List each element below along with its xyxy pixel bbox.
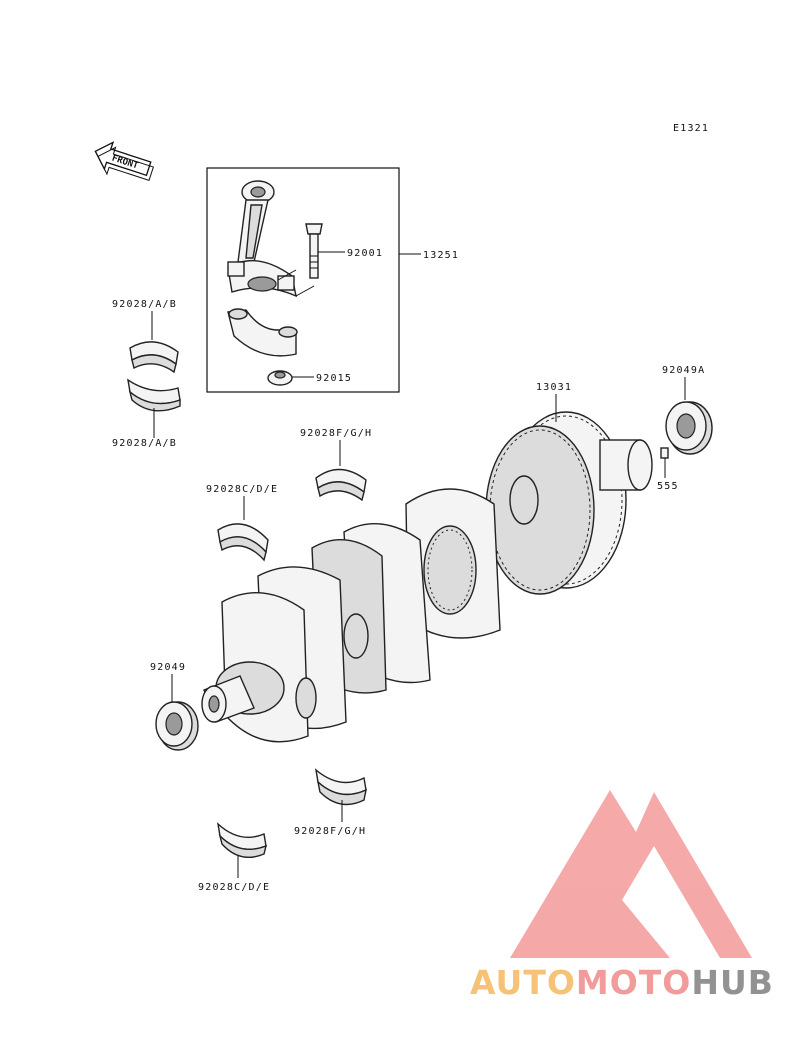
watermark-triangle-icon [510,790,752,958]
watermark-moto: MOTO [576,963,691,1002]
label-bearing-fgh-top: 92028F/G/H [300,428,372,439]
bearing-shell-upper-left [129,341,179,374]
conrod-cap [227,308,298,357]
pin [660,447,669,459]
oil-seal-right [665,401,713,455]
bearing-shell-fgh-top [315,468,367,502]
bearing-shell-cde-bottom [216,822,268,858]
conrod-assembly-frame [206,167,400,393]
watermark-hub: HUB [691,963,774,1002]
label-oil-seal-left: 92049 [150,662,186,673]
label-bearing-cde-top: 92028C/D/E [206,484,278,495]
label-conrod-assy: 13251 [423,250,459,261]
label-conrod-bolt: 92001 [347,248,383,259]
label-crankshaft: 13031 [536,382,572,393]
crankshaft [201,411,653,743]
label-conrod-nut: 92015 [316,373,352,384]
label-bearing-lower-left: 92028/A/B [112,438,177,449]
diagram-code: E1321 [673,123,709,134]
label-oil-seal-right: 92049A [662,365,705,376]
watermark-auto: AUTO [470,963,576,1002]
conrod-bolt [305,223,323,279]
bearing-shell-lower-left [127,378,181,412]
label-pin: 555 [657,481,679,492]
label-bearing-cde-bottom: 92028C/D/E [198,882,270,893]
label-bearing-fgh-bottom: 92028F/G/H [294,826,366,837]
bearing-shell-cde-top [217,523,269,562]
front-arrow-icon: FRONT [94,141,154,181]
bearing-shell-fgh-bottom [314,768,367,806]
watermark-logo: AUTOMOTOHUB [470,790,774,1002]
oil-seal-left [155,701,199,751]
watermark-text: AUTOMOTOHUB [470,963,774,1002]
connecting-rod [227,180,297,298]
label-bearing-upper-left: 92028/A/B [112,299,177,310]
conrod-nut [267,370,293,386]
